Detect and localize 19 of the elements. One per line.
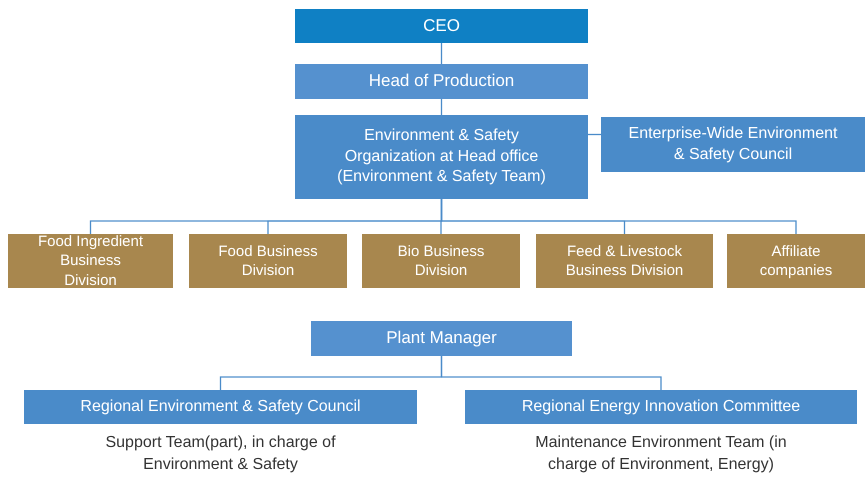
connector-line [440, 43, 442, 64]
org-box: Head of Production [295, 64, 588, 99]
org-box: Affiliate companies [727, 234, 865, 288]
org-box: Enterprise-Wide Environment & Safety Council [601, 117, 865, 172]
connector-line [440, 99, 442, 115]
org-box: Food Ingredient Business Division [8, 234, 173, 288]
org-box: Food Business Division [189, 234, 347, 288]
org-box: Feed & Livestock Business Division [536, 234, 713, 288]
org-box: CEO [295, 9, 588, 43]
org-box: Bio Business Division [362, 234, 520, 288]
org-box: Regional Energy Innovation Committee [465, 390, 857, 424]
team-note: Maintenance Environment Team (in charge of Environment, Energy) [534, 433, 788, 475]
connector-line [440, 356, 662, 390]
org-box: Environment & Safety Organization at Head office (Environment & Safety Team) [295, 115, 588, 199]
org-box: Regional Environment & Safety Council [24, 390, 417, 424]
org-box: Plant Manager [311, 321, 572, 356]
team-note: Support Team(part), in charge of Environment & Safety [104, 433, 337, 475]
connector-line [588, 134, 601, 136]
connector-line [440, 199, 797, 234]
